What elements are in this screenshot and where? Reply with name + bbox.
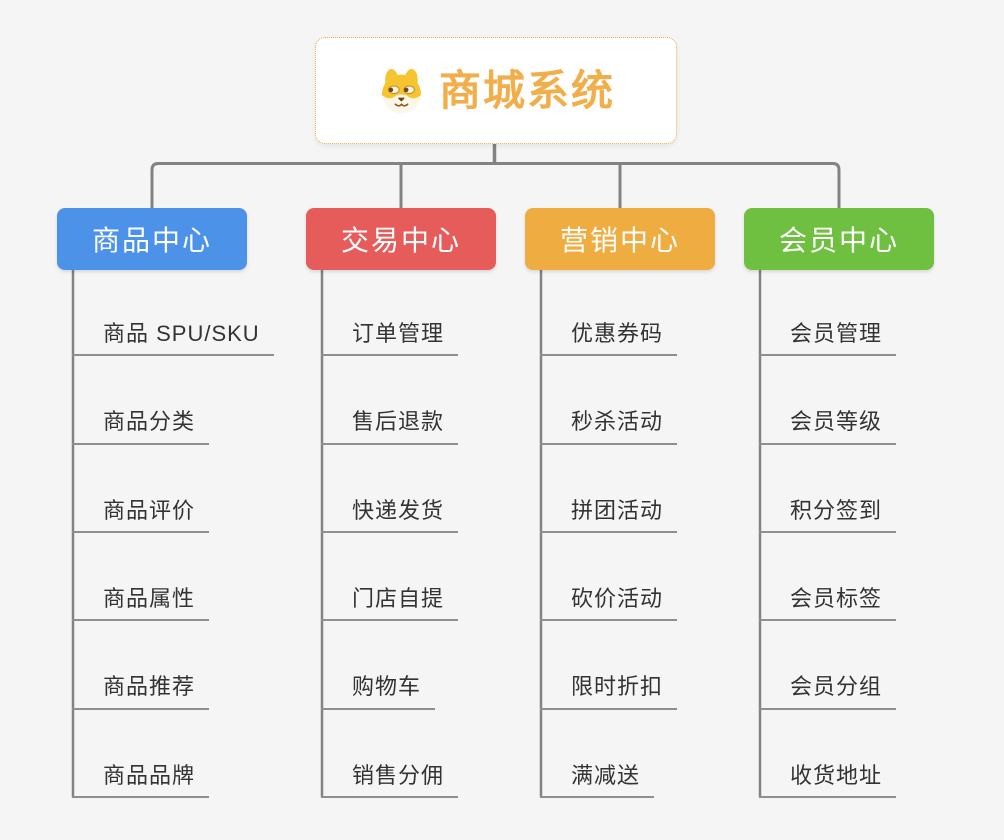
leaf-item[interactable]: 商品属性 xyxy=(72,533,210,622)
leaf-item[interactable]: 会员等级 xyxy=(759,356,897,445)
root-node[interactable]: 商城系统 xyxy=(315,37,677,144)
leaf-item[interactable]: 砍价活动 xyxy=(540,533,678,622)
branch-marketing-center[interactable]: 营销中心 xyxy=(525,208,715,270)
leaf-item[interactable]: 会员分组 xyxy=(759,621,897,710)
branch-label: 营销中心 xyxy=(559,225,680,256)
root-title: 商城系统 xyxy=(438,66,615,114)
marketing-center-items: 优惠券码 秒杀活动 拼团活动 砍价活动 限时折扣 满减送 xyxy=(540,268,678,798)
leaf-item[interactable]: 门店自提 xyxy=(321,533,459,622)
leaf-item[interactable]: 商品品牌 xyxy=(72,710,210,798)
leaf-item[interactable]: 秒杀活动 xyxy=(540,356,678,445)
branch-member-center[interactable]: 会员中心 xyxy=(744,208,934,270)
branch-label: 商品中心 xyxy=(91,225,212,256)
leaf-item[interactable]: 积分签到 xyxy=(759,445,897,533)
leaf-item[interactable]: 商品评价 xyxy=(72,445,210,533)
trade-center-items: 订单管理 售后退款 快递发货 门店自提 购物车 销售分佣 xyxy=(321,268,459,798)
leaf-item[interactable]: 售后退款 xyxy=(321,356,459,445)
branch-label: 会员中心 xyxy=(778,225,899,256)
leaf-item[interactable]: 商品 SPU/SKU xyxy=(72,268,274,357)
leaf-item[interactable]: 购物车 xyxy=(321,621,436,710)
member-center-items: 会员管理 会员等级 积分签到 会员标签 会员分组 收货地址 xyxy=(759,268,897,798)
leaf-item[interactable]: 商品推荐 xyxy=(72,621,210,710)
leaf-item[interactable]: 商品分类 xyxy=(72,356,210,445)
shiba-dog-icon xyxy=(382,69,421,114)
leaf-item[interactable]: 销售分佣 xyxy=(321,710,459,798)
product-center-items: 商品 SPU/SKU 商品分类 商品评价 商品属性 商品推荐 商品品牌 xyxy=(72,268,274,798)
leaf-item[interactable]: 优惠券码 xyxy=(540,268,678,357)
leaf-item[interactable]: 满减送 xyxy=(540,710,655,798)
leaf-item[interactable]: 拼团活动 xyxy=(540,445,678,533)
branch-trade-center[interactable]: 交易中心 xyxy=(306,208,496,270)
branch-label: 交易中心 xyxy=(340,225,461,256)
leaf-item[interactable]: 限时折扣 xyxy=(540,621,678,710)
leaf-item[interactable]: 会员管理 xyxy=(759,268,897,357)
leaf-item[interactable]: 收货地址 xyxy=(759,710,897,798)
leaf-item[interactable]: 会员标签 xyxy=(759,533,897,622)
leaf-item[interactable]: 快递发货 xyxy=(321,445,459,533)
branch-product-center[interactable]: 商品中心 xyxy=(57,208,247,270)
leaf-item[interactable]: 订单管理 xyxy=(321,268,459,357)
